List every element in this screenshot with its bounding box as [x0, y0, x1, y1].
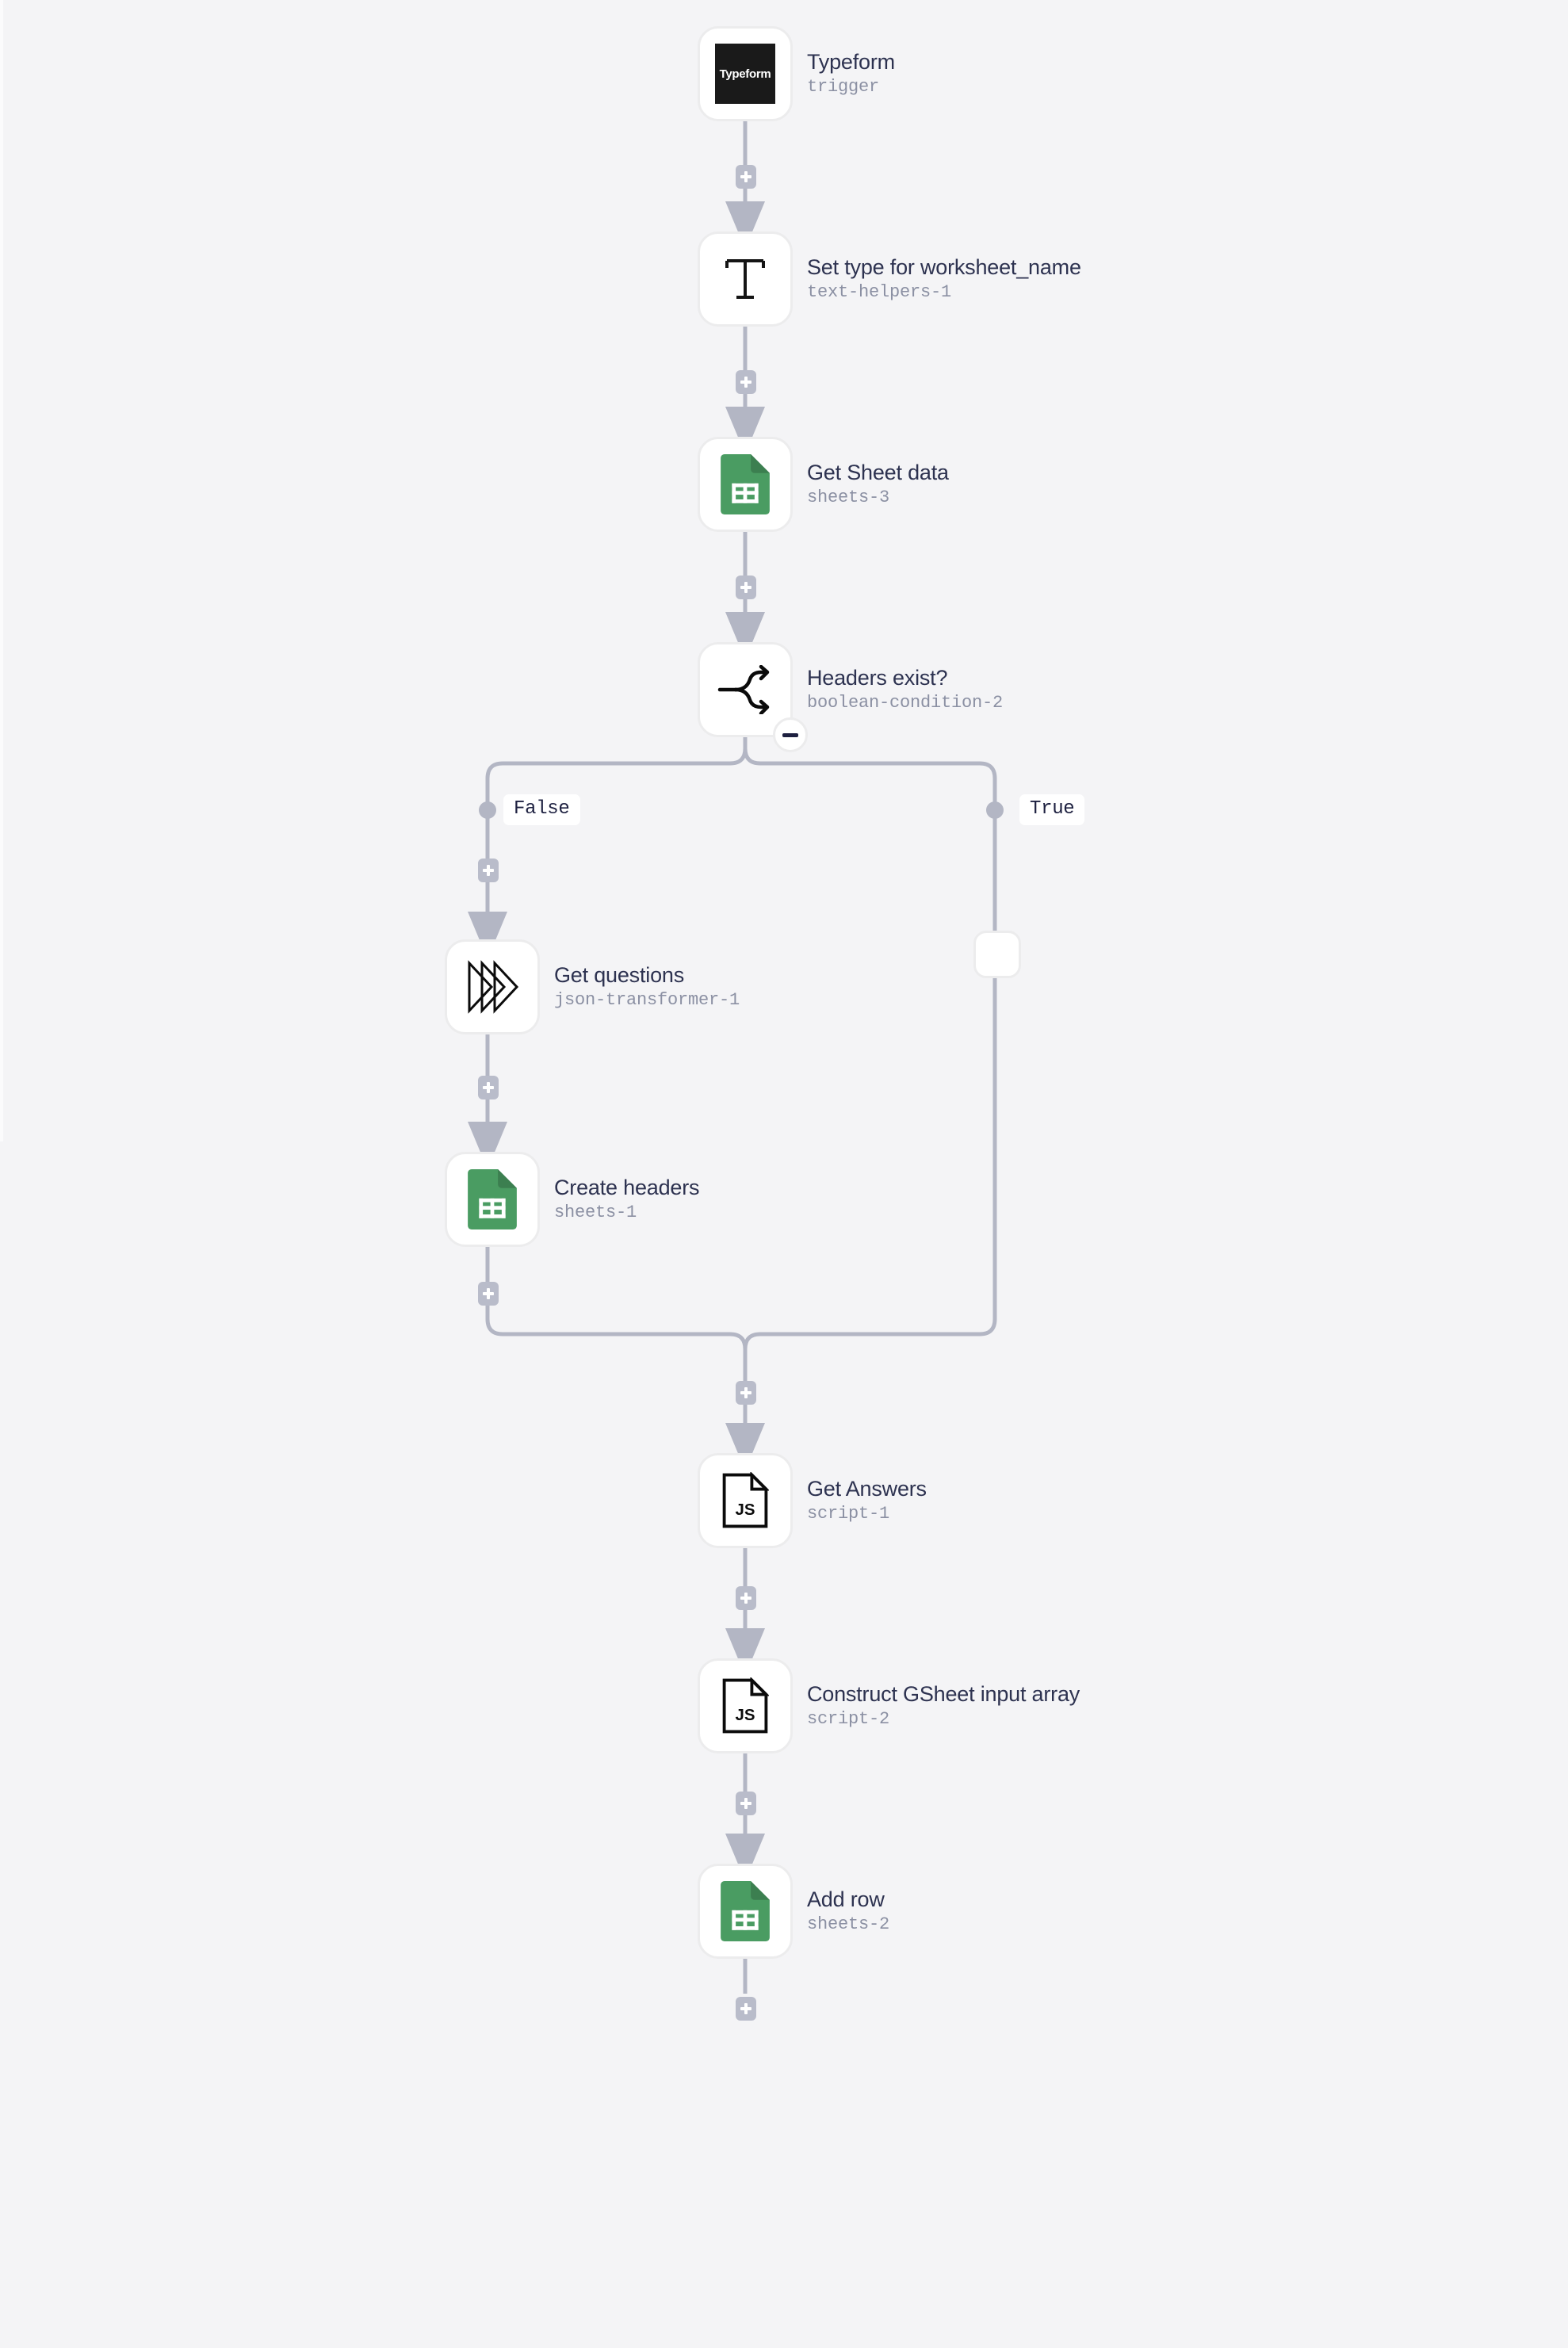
branch-dot-true[interactable]: [986, 801, 1004, 819]
node-collapse-badge[interactable]: [773, 717, 808, 752]
google-sheets-icon: [468, 1169, 517, 1229]
node-text-helpers-1-labels: Set type for worksheet_name text-helpers…: [807, 231, 1081, 327]
node-script-2[interactable]: JS: [698, 1658, 793, 1753]
node-subtitle: json-transformer-1: [554, 990, 740, 1011]
node-sheets-1-labels: Create headers sheets-1: [554, 1152, 700, 1247]
node-title: Construct GSheet input array: [807, 1681, 1080, 1706]
google-sheets-icon: [721, 1881, 770, 1941]
branch-label-true: True: [1019, 794, 1085, 825]
node-json-transformer-1[interactable]: [445, 939, 540, 1034]
node-json-transformer-1-labels: Get questions json-transformer-1: [554, 939, 740, 1034]
google-sheets-icon: [721, 454, 770, 514]
node-subtitle: trigger: [807, 77, 880, 98]
typeform-logo-text: Typeform: [719, 67, 771, 81]
text-type-icon: [725, 259, 765, 299]
typeform-logo-icon: Typeform: [715, 44, 775, 104]
node-title: Headers exist?: [807, 665, 948, 690]
node-script-2-labels: Construct GSheet input array script-2: [807, 1658, 1080, 1753]
node-subtitle: script-2: [807, 1709, 890, 1730]
node-placeholder-true[interactable]: [973, 931, 1021, 978]
node-script-1[interactable]: JS: [698, 1453, 793, 1548]
node-sheets-2-labels: Add row sheets-2: [807, 1864, 889, 1959]
js-script-icon: JS: [722, 1677, 769, 1734]
node-trigger[interactable]: Typeform: [698, 26, 793, 121]
node-subtitle: boolean-condition-2: [807, 693, 1004, 713]
branch-fork-icon: [717, 665, 770, 714]
add-node-button-after-script-1[interactable]: [736, 1586, 756, 1610]
minus-icon: [782, 732, 798, 737]
add-node-button-after-add-row[interactable]: [736, 1997, 756, 2021]
node-subtitle: script-1: [807, 1504, 890, 1524]
node-sheets-3[interactable]: [698, 437, 793, 532]
svg-text:JS: JS: [736, 1501, 755, 1519]
node-title: Set type for worksheet_name: [807, 254, 1081, 279]
add-node-button-after-text-helpers[interactable]: [736, 370, 756, 394]
node-subtitle: sheets-2: [807, 1914, 890, 1935]
node-boolean-condition-2-labels: Headers exist? boolean-condition-2: [807, 642, 1003, 737]
node-title: Typeform: [807, 49, 895, 74]
add-node-button-after-sheets-3[interactable]: [736, 576, 756, 599]
add-node-button-after-create-headers[interactable]: [478, 1282, 499, 1306]
node-script-1-labels: Get Answers script-1: [807, 1453, 927, 1548]
js-script-icon: JS: [722, 1472, 769, 1528]
node-boolean-condition-2[interactable]: [698, 642, 808, 752]
node-sheets-3-labels: Get Sheet data sheets-3: [807, 437, 949, 532]
node-trigger-labels: Typeform trigger: [807, 26, 895, 121]
json-transformer-chevrons-icon: [468, 960, 519, 1014]
add-node-button-after-merge[interactable]: [736, 1381, 756, 1405]
node-text-helpers-1[interactable]: [698, 231, 793, 327]
add-node-button-false-branch[interactable]: [478, 859, 499, 882]
node-title: Create headers: [554, 1175, 700, 1199]
branch-label-false: False: [503, 794, 580, 825]
svg-text:JS: JS: [736, 1707, 755, 1724]
add-node-button-after-trigger[interactable]: [736, 165, 756, 189]
node-subtitle: text-helpers-1: [807, 282, 952, 303]
node-title: Add row: [807, 1887, 885, 1911]
node-subtitle: sheets-3: [807, 488, 890, 508]
node-sheets-2[interactable]: [698, 1864, 793, 1959]
add-node-button-after-json-transformer[interactable]: [478, 1076, 499, 1099]
branch-dot-false[interactable]: [479, 801, 496, 819]
add-node-button-after-script-2[interactable]: [736, 1792, 756, 1815]
node-subtitle: sheets-1: [554, 1203, 637, 1223]
node-title: Get Answers: [807, 1476, 927, 1501]
canvas-left-edge-strip: [0, 0, 3, 1141]
node-title: Get questions: [554, 962, 685, 987]
node-title: Get Sheet data: [807, 460, 949, 484]
node-sheets-1[interactable]: [445, 1152, 540, 1247]
